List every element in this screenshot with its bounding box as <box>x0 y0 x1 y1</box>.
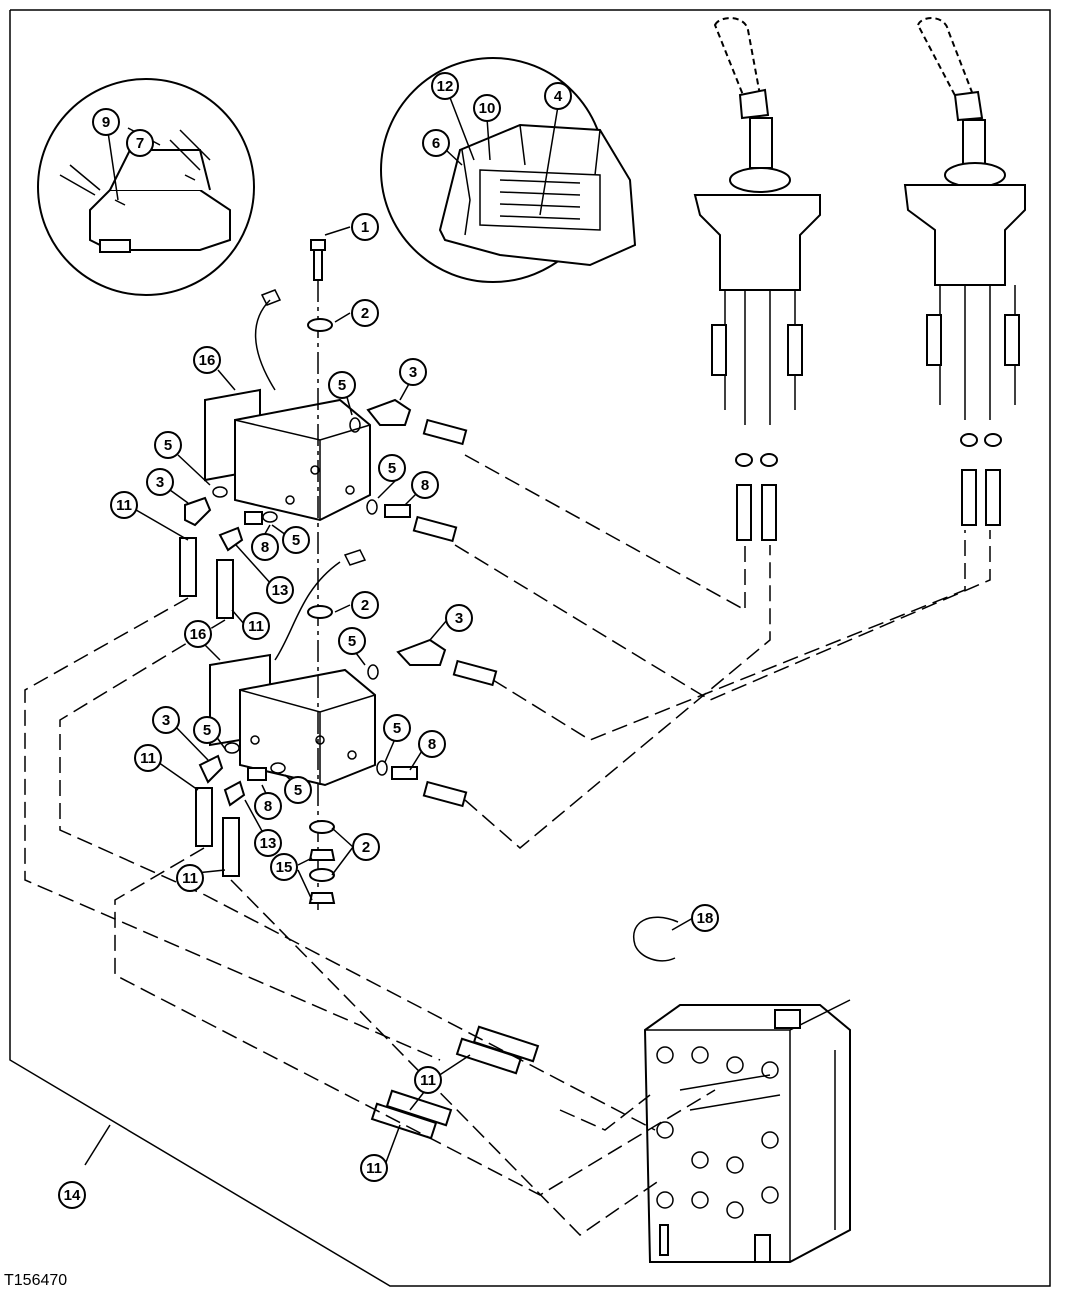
svg-text:13: 13 <box>272 582 289 599</box>
svg-text:13: 13 <box>260 835 277 852</box>
callout-8: 8 <box>251 533 279 561</box>
callout-5: 5 <box>383 714 411 742</box>
callout-16: 16 <box>193 346 221 374</box>
callout-15: 15 <box>270 853 298 881</box>
callout-11: 11 <box>360 1154 388 1182</box>
main-control-valve <box>643 999 851 1263</box>
svg-text:3: 3 <box>162 712 170 729</box>
svg-text:12: 12 <box>437 78 454 95</box>
callout-9: 9 <box>92 108 120 136</box>
frame-outline <box>9 9 1051 1287</box>
svg-text:11: 11 <box>248 618 264 635</box>
callout-11: 11 <box>414 1066 442 1094</box>
svg-text:3: 3 <box>409 364 417 381</box>
callout-11: 11 <box>176 864 204 892</box>
right-pilot-control-lever <box>903 17 1026 420</box>
hose-routing-lines <box>24 454 991 1236</box>
svg-text:11: 11 <box>366 1160 382 1177</box>
callout-5: 5 <box>378 454 406 482</box>
svg-text:8: 8 <box>428 736 436 753</box>
svg-text:2: 2 <box>362 839 370 856</box>
callout-5: 5 <box>193 716 221 744</box>
svg-text:5: 5 <box>294 782 302 799</box>
callout-2: 2 <box>351 591 379 619</box>
svg-text:14: 14 <box>64 1187 81 1204</box>
fittings-and-o-rings <box>184 398 498 808</box>
callout-5: 5 <box>328 371 356 399</box>
svg-text:18: 18 <box>697 910 714 927</box>
callout-5: 5 <box>154 431 182 459</box>
svg-text:16: 16 <box>190 626 207 643</box>
mounting-hardware <box>307 239 336 910</box>
svg-text:5: 5 <box>388 460 396 477</box>
left-pilot-control-lever <box>693 17 821 425</box>
seat-inset-view <box>37 78 255 296</box>
callout-14: 14 <box>58 1181 86 1209</box>
callout-8: 8 <box>411 471 439 499</box>
callout-16: 16 <box>184 620 212 648</box>
svg-text:5: 5 <box>393 720 401 737</box>
callout-5: 5 <box>338 627 366 655</box>
svg-text:2: 2 <box>361 305 369 322</box>
svg-text:8: 8 <box>421 477 429 494</box>
callout-11: 11 <box>110 491 138 519</box>
svg-text:6: 6 <box>432 135 440 152</box>
callout-1: 1 <box>351 213 379 241</box>
callout-12: 12 <box>431 72 459 100</box>
svg-text:10: 10 <box>479 100 496 117</box>
band-clamp <box>632 916 679 962</box>
svg-text:5: 5 <box>292 532 300 549</box>
callout-10: 10 <box>473 94 501 122</box>
svg-text:7: 7 <box>136 135 144 152</box>
svg-text:4: 4 <box>554 88 563 105</box>
callout-11: 11 <box>242 612 270 640</box>
lever-hose-ends <box>735 433 1002 541</box>
hoses <box>179 537 540 1140</box>
svg-text:5: 5 <box>203 722 211 739</box>
svg-text:15: 15 <box>276 859 293 876</box>
callout-3: 3 <box>146 468 174 496</box>
upper-solenoid-valve <box>204 289 371 522</box>
svg-text:8: 8 <box>261 539 269 556</box>
callout-2: 2 <box>352 833 380 861</box>
callout-5: 5 <box>284 776 312 804</box>
callout-8: 8 <box>254 792 282 820</box>
callout-8: 8 <box>418 730 446 758</box>
callout-13: 13 <box>266 576 294 604</box>
svg-text:5: 5 <box>348 633 356 650</box>
callout-4: 4 <box>544 82 572 110</box>
valve-cover-inset-view <box>380 57 637 283</box>
callout-5: 5 <box>282 526 310 554</box>
svg-text:11: 11 <box>116 497 132 514</box>
callout-13: 13 <box>254 829 282 857</box>
svg-text:5: 5 <box>164 437 172 454</box>
callout-7: 7 <box>126 129 154 157</box>
callout-11: 11 <box>134 744 162 772</box>
callout-6: 6 <box>422 129 450 157</box>
svg-text:3: 3 <box>455 610 463 627</box>
svg-text:8: 8 <box>264 798 272 815</box>
svg-text:16: 16 <box>199 352 216 369</box>
callout-18: 18 <box>691 904 719 932</box>
callout-2: 2 <box>351 299 379 327</box>
callout-3: 3 <box>399 358 427 386</box>
svg-text:9: 9 <box>102 114 110 131</box>
svg-text:1: 1 <box>361 219 369 236</box>
callout-3: 3 <box>152 706 180 734</box>
svg-text:2: 2 <box>361 597 369 614</box>
svg-text:11: 11 <box>182 870 198 887</box>
figure-id: T156470 <box>4 1272 68 1289</box>
svg-text:11: 11 <box>140 750 156 767</box>
svg-text:5: 5 <box>338 377 346 394</box>
svg-text:11: 11 <box>420 1072 436 1089</box>
callout-3: 3 <box>445 604 473 632</box>
svg-text:3: 3 <box>156 474 164 491</box>
